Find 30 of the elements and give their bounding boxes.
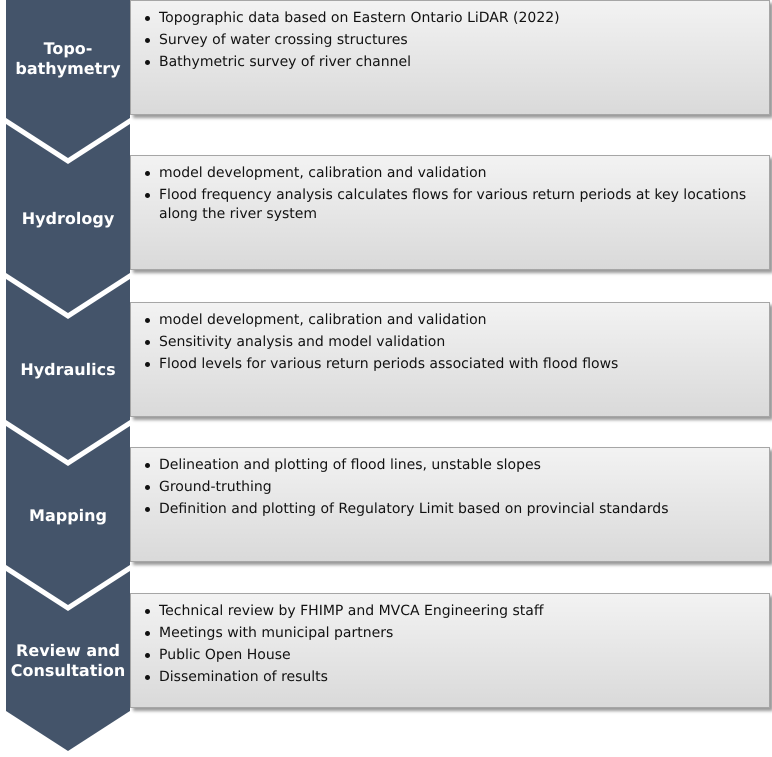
- step-label: Topo-bathymetry: [14, 39, 122, 79]
- arrow: [6, 420, 130, 460]
- arrow: [6, 118, 130, 158]
- bullet-text: Delineation and plotting of flood lines, unstable slopes: [159, 456, 542, 475]
- bullet-text: Sensitivity analysis and model validation: [159, 333, 446, 352]
- bullet-text: Meetings with municipal partners: [159, 624, 394, 643]
- bullet-text: Public Open House: [159, 646, 292, 665]
- bullet-text: model development, calibration and validation: [159, 164, 488, 183]
- text-panel: [130, 0, 770, 115]
- step-label: Mapping: [28, 506, 108, 526]
- step-label: Hydraulics: [19, 360, 117, 380]
- bullet-text: Definition and plotting of Regulatory Limit based on provincial standards: [159, 500, 670, 519]
- bullet-text: Survey of water crossing structures: [159, 31, 409, 50]
- bullet-text: model development, calibration and validation: [159, 311, 488, 330]
- bullet-text: Dissemination of results: [159, 668, 329, 687]
- arrow: [6, 565, 130, 605]
- text-panel: [130, 447, 770, 562]
- step-label: Hydrology: [20, 208, 116, 228]
- bullet-text: Ground-truthing: [159, 478, 273, 497]
- arrow: [6, 273, 130, 313]
- text-panel: [130, 593, 770, 708]
- text-panel: [130, 302, 770, 417]
- bullet-text: Topographic data based on Eastern Ontario LiDAR (2022): [159, 9, 561, 28]
- bullet-text: Flood levels for various return periods associated with flood flows: [159, 355, 620, 374]
- step-label: Review and Consultation: [10, 641, 126, 681]
- text-panel: [130, 155, 770, 270]
- bullet-text: Bathymetric survey of river channel: [159, 53, 412, 72]
- bullet-text: Flood frequency analysis calculates flows for various return periods at key locations along the river system: [159, 186, 748, 224]
- arrow: [6, 711, 130, 751]
- bullet-text: Technical review by FHIMP and MVCA Engineering staff: [159, 602, 545, 621]
